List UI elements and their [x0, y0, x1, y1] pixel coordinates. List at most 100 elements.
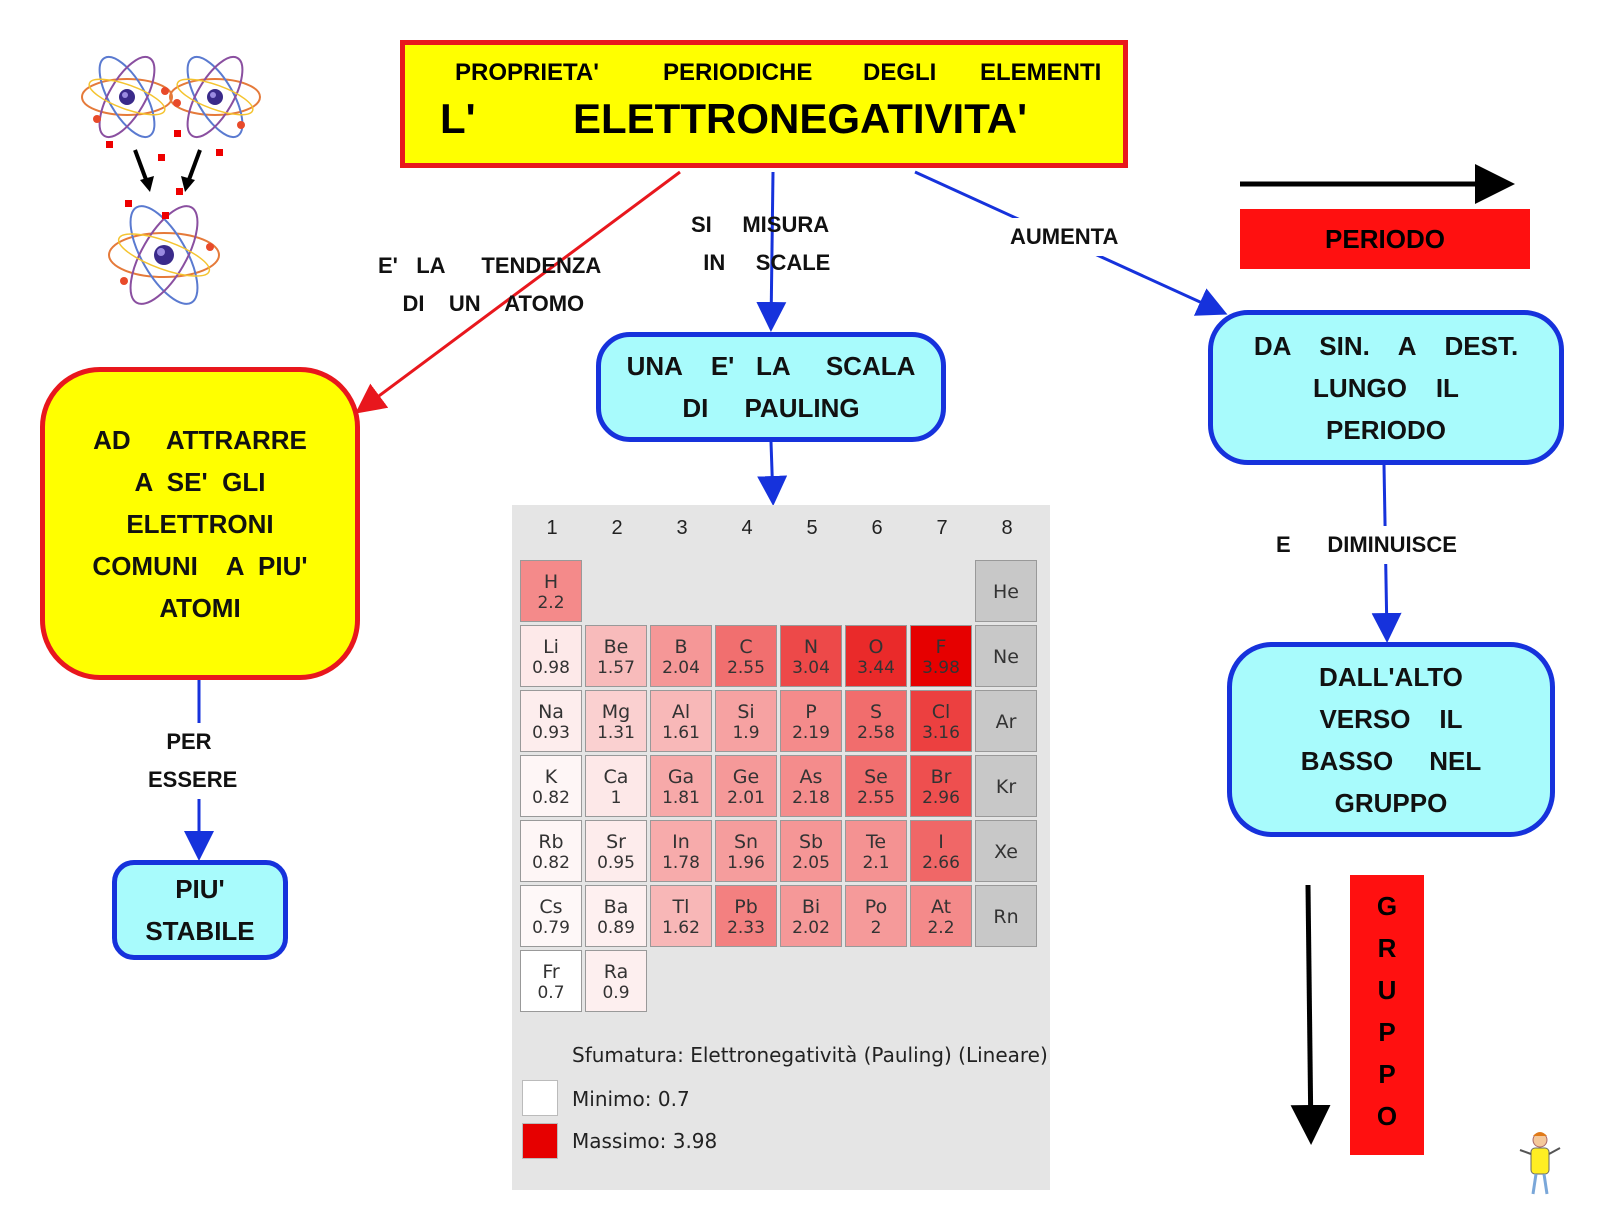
- element-symbol: Ca: [603, 766, 629, 788]
- element-symbol: Kr: [995, 776, 1017, 798]
- element-electronegativity: 2.01: [727, 788, 765, 808]
- label-tendency: E' LA TENDENZA DI UN ATOMO: [378, 253, 602, 316]
- column-number: 3: [676, 517, 688, 539]
- gruppo-letter: G: [1376, 891, 1398, 921]
- connector-pauling-to-table: [757, 441, 788, 506]
- element-symbol: Se: [864, 766, 888, 788]
- element-electronegativity: 0.89: [597, 918, 635, 938]
- element-symbol: Ar: [995, 711, 1017, 733]
- left-right-text: DA SIN. A DEST. LUNGO IL PERIODO: [1253, 330, 1519, 445]
- element-symbol: H: [543, 571, 559, 593]
- element-symbol: Cs: [539, 896, 563, 918]
- column-number: 7: [936, 517, 948, 539]
- element-symbol: Fr: [542, 961, 560, 983]
- element-electronegativity: 0.98: [532, 658, 570, 678]
- element-symbol: Sr: [606, 831, 626, 853]
- column-number: 8: [1001, 517, 1013, 539]
- periodo-box: PERIODO: [1240, 209, 1530, 269]
- title-box: PROPRIETA' PERIODICHE DEGLI ELEMENTI L' …: [400, 40, 1128, 168]
- element-electronegativity: 2: [870, 918, 882, 938]
- element-electronegativity: 2.55: [857, 788, 895, 808]
- element-electronegativity: 3.98: [922, 658, 960, 678]
- element-electronegativity: 2.2: [927, 918, 955, 938]
- element-symbol: K: [544, 766, 558, 788]
- subtitle-word: DEGLI: [863, 59, 937, 86]
- element-electronegativity: 3.04: [792, 658, 830, 678]
- connector-title-to-pauling: [756, 171, 787, 332]
- element-symbol: Te: [865, 831, 887, 853]
- element-electronegativity: 1.9: [732, 723, 760, 743]
- pauling-text: UNA E' LA SCALA DI PAULING: [626, 351, 916, 423]
- pauling-box: UNA E' LA SCALA DI PAULING: [596, 332, 946, 442]
- element-electronegativity: 2.55: [727, 658, 765, 678]
- element-symbol: O: [868, 636, 884, 658]
- legend-shading: Sfumatura: Elettronegatività (Pauling) (…: [572, 1043, 1048, 1067]
- element-symbol: Si: [737, 701, 755, 723]
- element-electronegativity: 0.7: [537, 983, 565, 1003]
- element-electronegativity: 0.82: [532, 853, 570, 873]
- element-symbol: Na: [538, 701, 564, 723]
- subtitle-word: PROPRIETA': [455, 59, 599, 86]
- mascot-icon: [1519, 1132, 1561, 1195]
- element-symbol: Ra: [603, 961, 629, 983]
- left-right-box: DA SIN. A DEST. LUNGO IL PERIODO: [1208, 310, 1564, 465]
- element-symbol: In: [672, 831, 690, 853]
- title-word: ELETTRONEGATIVITA': [573, 95, 1028, 142]
- element-symbol: As: [799, 766, 823, 788]
- gruppo-letter: P: [1378, 1017, 1396, 1047]
- element-symbol: Po: [864, 896, 888, 918]
- column-number: 1: [546, 517, 558, 539]
- element-symbol: Xe: [994, 841, 1018, 863]
- element-electronegativity: 0.79: [532, 918, 570, 938]
- element-electronegativity: 0.9: [602, 983, 630, 1003]
- column-number: 6: [871, 517, 883, 539]
- element-electronegativity: 1.57: [597, 658, 635, 678]
- element-symbol: Ne: [993, 646, 1019, 668]
- element-electronegativity: 3.44: [857, 658, 895, 678]
- element-symbol: B: [674, 636, 688, 658]
- element-electronegativity: 2.18: [792, 788, 830, 808]
- element-symbol: C: [739, 636, 753, 658]
- attract-text: AD ATTRARRE A SE' GLI ELETTRONI COMUNI A…: [92, 424, 308, 623]
- group-direction-arrow: [1290, 884, 1331, 1145]
- element-cell: He: [975, 560, 1037, 622]
- element-electronegativity: 2.58: [857, 723, 895, 743]
- element-symbol: S: [869, 701, 883, 723]
- label-measure: SI MISURA IN SCALE: [691, 212, 831, 275]
- element-cell: Ne: [975, 625, 1037, 687]
- stable-box: PIU' STABILE: [112, 860, 288, 960]
- element-symbol: Cl: [931, 701, 951, 723]
- title-word: L': [440, 95, 476, 142]
- element-symbol: Ba: [603, 896, 629, 918]
- gruppo-letter: P: [1378, 1059, 1396, 1089]
- element-cell: Xe: [975, 820, 1037, 882]
- element-symbol: Rb: [538, 831, 564, 853]
- gruppo-letter: O: [1376, 1101, 1398, 1131]
- element-electronegativity: 1.31: [597, 723, 635, 743]
- element-electronegativity: 2.2: [537, 593, 565, 613]
- label-increase: AUMENTA: [1010, 218, 1119, 256]
- element-symbol: F: [935, 636, 947, 658]
- legend-min: Minimo: 0.7: [572, 1087, 690, 1111]
- periodo-label: PERIODO: [1325, 223, 1445, 254]
- element-electronegativity: 0.93: [532, 723, 570, 743]
